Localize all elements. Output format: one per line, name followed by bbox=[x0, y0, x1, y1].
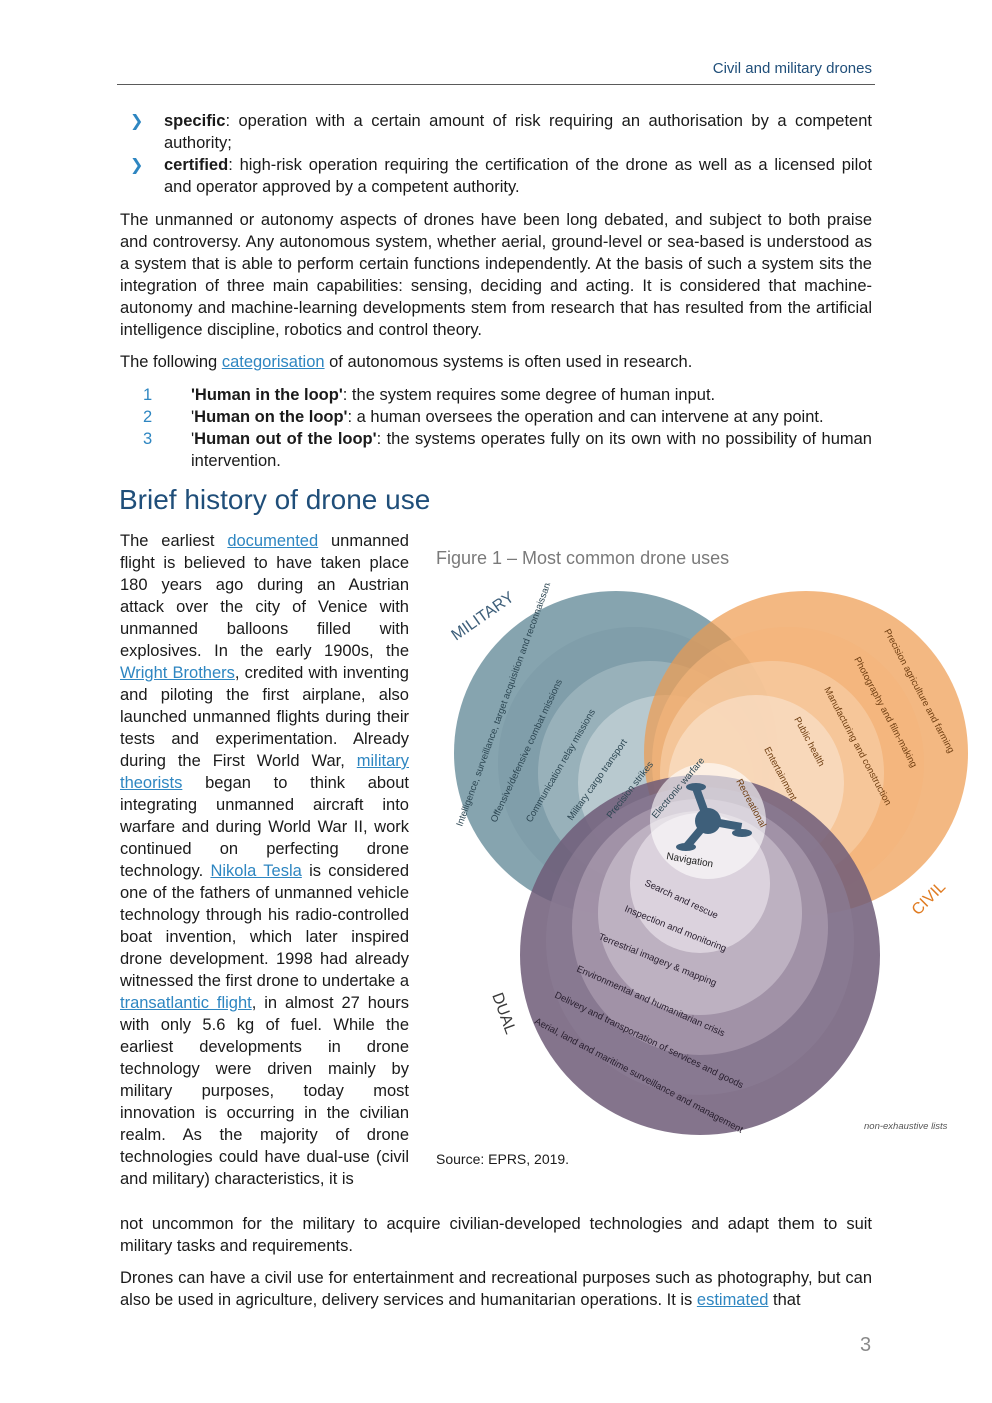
text-run: , credited with inventing and piloting t… bbox=[120, 664, 409, 770]
text-run: The earliest bbox=[120, 532, 228, 550]
dual-label: DUAL bbox=[488, 991, 519, 1037]
text-run: is considered one of the fathers of unma… bbox=[120, 862, 409, 990]
item-number: 3 bbox=[143, 430, 153, 448]
paragraph-history-continued: not uncommon for the military to acquire… bbox=[120, 1215, 872, 1255]
civil-label: CIVIL bbox=[909, 878, 949, 918]
categorisation-link[interactable]: categorisation bbox=[221, 353, 325, 371]
text-run: unmanned flight is believed to have take… bbox=[120, 532, 409, 660]
item-text: : a human oversees the operation and can… bbox=[347, 408, 824, 426]
text-run: , in almost 27 hours with only 5.6 kg of… bbox=[120, 994, 409, 1188]
figure-source: Source: EPRS, 2019. bbox=[436, 1151, 570, 1167]
numbered-item: 2 'Human on the loop': a human oversees … bbox=[120, 406, 872, 428]
item-number: 2 bbox=[143, 408, 153, 426]
chevron-right-icon: ❯ bbox=[130, 157, 144, 174]
drone-uses-figure: MILITARY CIVIL DUAL Intelligence, survei… bbox=[436, 501, 976, 1143]
item-term: Human on the loop' bbox=[194, 408, 348, 426]
running-header: Civil and military drones bbox=[712, 60, 872, 77]
bullet-item: ❯ certified: high-risk operation requiri… bbox=[120, 154, 872, 198]
text-run: ' bbox=[191, 430, 195, 448]
military-theorists-link[interactable]: military theorists bbox=[120, 752, 409, 792]
wright-brothers-link[interactable]: Wright Brothers bbox=[120, 664, 235, 682]
drone-icon bbox=[676, 783, 752, 851]
dual-circle bbox=[520, 775, 880, 1135]
item-term: Human out of the loop' bbox=[194, 430, 377, 448]
paragraph-categorisation: The following categorisation of autonomo… bbox=[120, 351, 872, 373]
bullet-text: : high-risk operation requiring the cert… bbox=[164, 156, 872, 196]
documented-link[interactable]: documented bbox=[227, 532, 319, 550]
bullet-text: : operation with a certain amount of ris… bbox=[164, 112, 872, 152]
numbered-list: 1 'Human in the loop': the system requir… bbox=[120, 384, 872, 472]
figure-title: Figure 1 – Most common drone uses bbox=[436, 548, 730, 568]
paragraph-civil-use: Drones can have a civil use for entertai… bbox=[120, 1267, 872, 1311]
section-heading: Brief history of drone use bbox=[119, 484, 431, 515]
paragraph-autonomy: The unmanned or autonomy aspects of dron… bbox=[120, 211, 872, 339]
item-number: 1 bbox=[143, 386, 153, 404]
numbered-item: 1 'Human in the loop': the system requir… bbox=[120, 384, 872, 406]
transatlantic-flight-link[interactable]: transatlantic flight bbox=[120, 994, 252, 1012]
bullet-term: certified bbox=[164, 156, 229, 174]
numbered-item: 3 'Human out of the loop': the systems o… bbox=[120, 428, 872, 472]
item-text: : the systems operates fully on its own … bbox=[191, 430, 872, 470]
non-exhaustive-note: non-exhaustive lists bbox=[864, 1121, 948, 1132]
bullet-item: ❯ specific: operation with a certain amo… bbox=[120, 110, 872, 154]
bullet-list: ❯ specific: operation with a certain amo… bbox=[120, 110, 872, 198]
text-run: began to think about integrating unmanne… bbox=[120, 774, 409, 880]
text-run: ' bbox=[191, 408, 195, 426]
text-run: that bbox=[768, 1291, 801, 1309]
estimated-link[interactable]: estimated bbox=[696, 1291, 769, 1309]
item-term: 'Human in the loop' bbox=[191, 386, 343, 404]
page-number: 3 bbox=[860, 1334, 872, 1356]
header-divider bbox=[117, 84, 875, 85]
venn-diagram: MILITARY CIVIL DUAL Intelligence, survei… bbox=[449, 501, 968, 1136]
text-run: of autonomous systems is often used in r… bbox=[324, 353, 693, 371]
text-run: Drones can have a civil use for entertai… bbox=[120, 1269, 872, 1309]
paragraph-history: The earliest documented unmanned flight … bbox=[120, 530, 409, 1190]
item-text: : the system requires some degree of hum… bbox=[342, 386, 716, 404]
bullet-term: specific bbox=[164, 112, 226, 130]
text-run: The following bbox=[120, 353, 222, 371]
chevron-right-icon: ❯ bbox=[130, 113, 144, 130]
nikola-tesla-link[interactable]: Nikola Tesla bbox=[210, 862, 302, 880]
